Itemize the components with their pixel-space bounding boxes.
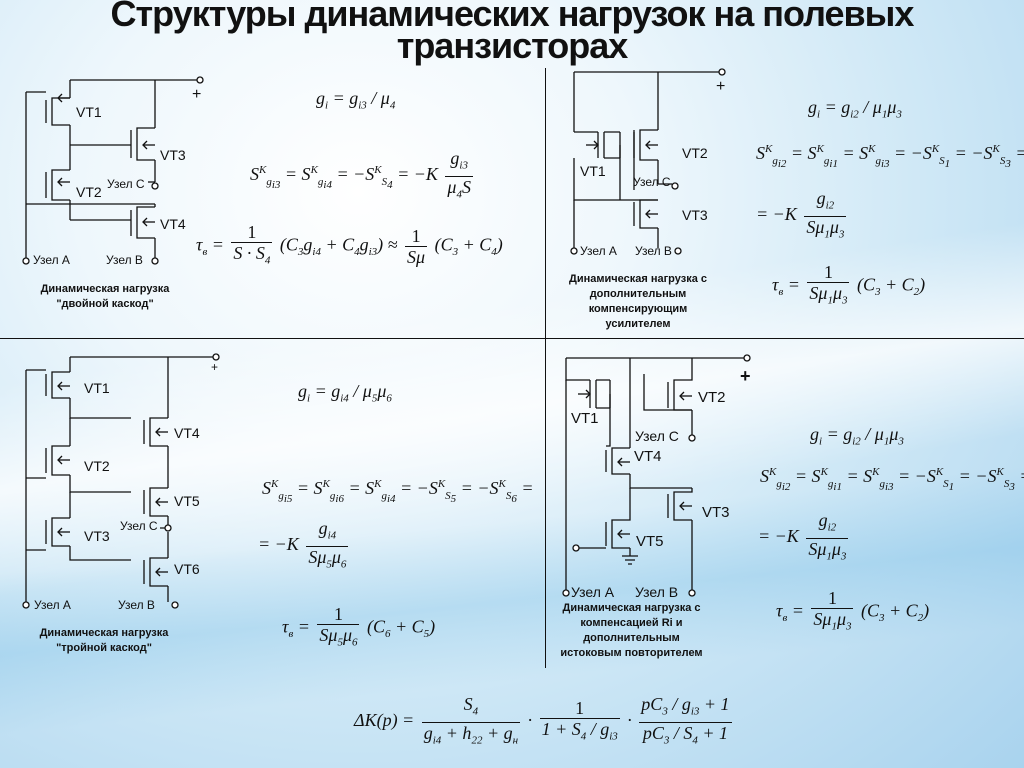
caption-panel-4: Динамическая нагрузка с компенсацией Ri … (560, 602, 703, 659)
node-b-label: Узел B (118, 598, 155, 612)
label-vt3: VT3 (682, 207, 708, 223)
circuit-panel-2 (570, 68, 726, 255)
node-b-label: Узел B (635, 584, 679, 600)
node-c-label: Узел C (635, 428, 679, 444)
node-c-label: Узел C (633, 175, 671, 189)
label-vt1: VT1 (580, 163, 606, 179)
formula-s-2: SKgi2 = SKgi1 = SKgi3 = −SKS1 = −SKS3 = (756, 143, 1024, 170)
caption-panel-2: Динамическая нагрузка с дополнительным к… (569, 273, 707, 330)
divider-vertical (545, 68, 546, 338)
label-vt3: VT3 (702, 504, 730, 521)
label-vt1: VT1 (84, 380, 110, 396)
formula-gi-3: gi = gi4 / μ5μ6 (298, 381, 392, 405)
plus-terminal: + (716, 78, 726, 95)
node-c-label: Узел C (107, 177, 145, 191)
label-vt2: VT2 (76, 184, 102, 200)
divider-vertical (545, 338, 546, 668)
title-line-2: транзисторах (396, 25, 629, 66)
label-vt2: VT2 (84, 458, 110, 474)
node-b-label: Узел B (635, 244, 672, 258)
formula-s-4: SKgi2 = SKgi1 = SKgi3 = −SKS1 = −SKS3 = (760, 466, 1024, 493)
label-vt2: VT2 (698, 389, 726, 406)
circuit-panel-1 (22, 76, 204, 265)
plus-terminal: + (192, 86, 202, 103)
node-a-label: Узел A (580, 244, 617, 258)
node-b-label: Узел B (106, 253, 143, 267)
label-vt3: VT3 (84, 528, 110, 544)
formula-gi-2: gi = gi2 / μ1μ3 (808, 97, 902, 121)
label-vt4: VT4 (160, 216, 186, 232)
node-c-label: Узел C (120, 519, 158, 533)
plus-terminal: + (740, 366, 751, 386)
formula-gi-1: gi = gi3 / μ4 (316, 88, 396, 112)
label-vt1: VT1 (76, 104, 102, 120)
title-line-1: Структуры динамических нагрузок на полев… (110, 0, 915, 34)
label-vt4: VT4 (634, 448, 662, 465)
label-vt6: VT6 (174, 561, 200, 577)
label-vt5: VT5 (636, 533, 664, 550)
plus-terminal: + (211, 360, 219, 374)
divider-horizontal (0, 338, 1024, 339)
formula-gi-4: gi = gi2 / μ1μ3 (810, 424, 904, 448)
node-a-label: Узел A (34, 598, 71, 612)
page-title: Структуры динамических нагрузок на полев… (0, 0, 1024, 66)
formula-s-3: SKgi5 = SKgi6 = SKgi4 = −SKS5 = −SKS6 = (262, 478, 534, 505)
caption-panel-3: Динамическая нагрузка "тройной каскод" (39, 627, 169, 654)
circuit-panel-4 (562, 354, 751, 597)
node-a-label: Узел A (571, 584, 615, 600)
label-vt1: VT1 (571, 410, 599, 427)
label-vt5: VT5 (174, 493, 200, 509)
label-vt2: VT2 (682, 145, 708, 161)
label-vt4: VT4 (174, 425, 200, 441)
node-a-label: Узел A (33, 253, 70, 267)
label-vt3: VT3 (160, 147, 186, 163)
circuit-panel-3 (22, 353, 220, 609)
caption-panel-1: Динамическая нагрузка "двойной каскод" (40, 283, 170, 310)
